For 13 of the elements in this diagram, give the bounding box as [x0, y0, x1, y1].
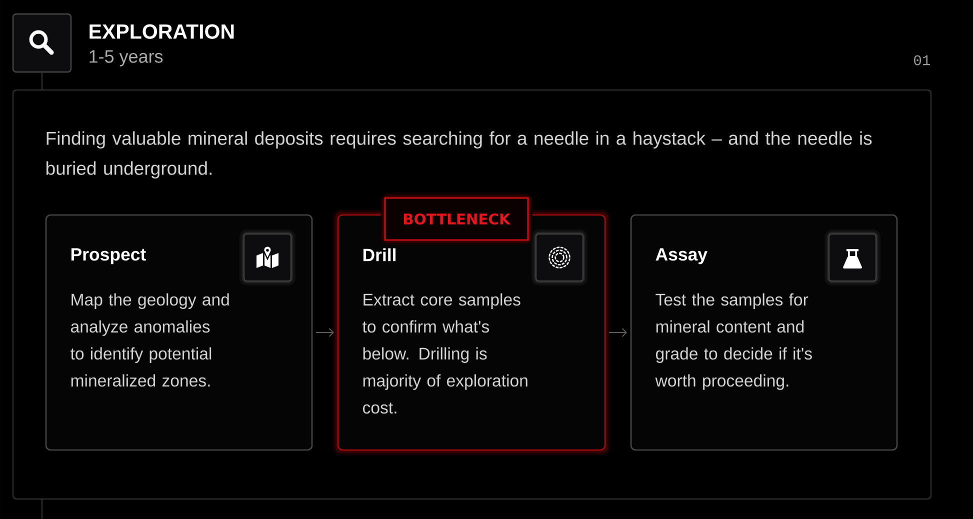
status-badge: BOTTLENECK: [380, 194, 532, 244]
step-description: Test the samples for mineral content and grade to decide if it's worth proceeding.: [655, 293, 812, 390]
arrow: [608, 328, 628, 337]
step-title: Prospect: [71, 248, 146, 264]
step-description: Extract core samples to confirm what's below. Drilling is majority of exploration cost.: [362, 293, 528, 414]
intro-text: Finding valuable mineral deposits requires searching for a needle in a haystack – and the needle is buried underground.: [46, 131, 872, 179]
step-description: Map the geology and analyze anomalies to identify potential mineralized zones.: [70, 293, 229, 387]
section-title: EXPLORATION: [90, 24, 234, 39]
step-number: 01: [914, 55, 930, 66]
step-title: Drill: [363, 248, 396, 262]
step-title: Assay: [656, 248, 708, 264]
duration-text: 1-5 years: [90, 50, 163, 66]
arrow: [316, 328, 334, 337]
